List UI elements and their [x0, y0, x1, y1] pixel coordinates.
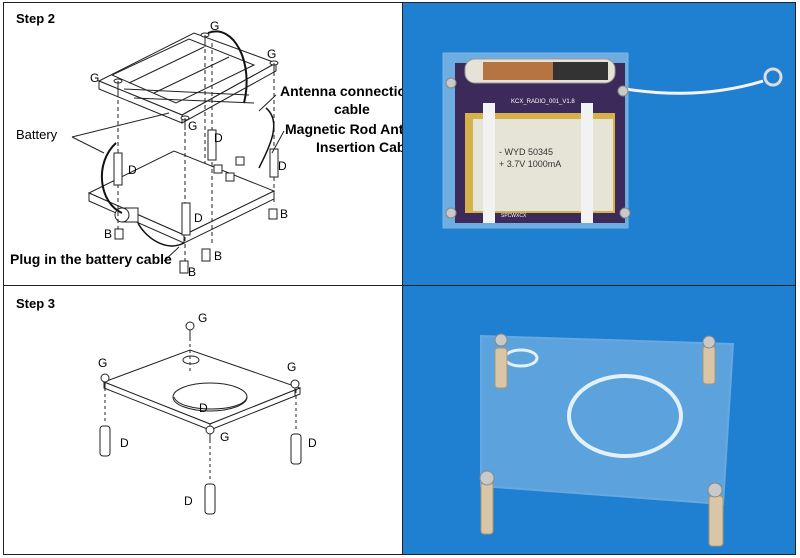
part-label-d: D: [278, 159, 287, 173]
battery-text-line2: + 3.7V 1000mA: [499, 159, 561, 169]
part-label-g: G: [220, 430, 230, 444]
part-label-d: D: [184, 494, 193, 508]
battery-label: Battery: [16, 127, 58, 142]
part-label-g: G: [188, 119, 198, 133]
column-divider: [402, 3, 403, 554]
part-label-g: G: [267, 47, 277, 61]
part-label-d: D: [214, 131, 223, 145]
step3-title: Step 3: [16, 296, 56, 311]
part-label-d: D: [128, 163, 137, 177]
antenna-cable-label-line1: Antenna connection: [280, 83, 402, 99]
part-label-g: G: [98, 356, 108, 370]
magnetic-rod-label-line1: Magnetic Rod Antenna: [285, 121, 402, 137]
board-small-text: SPCWXCX: [501, 213, 527, 219]
part-label-d: D: [120, 436, 129, 450]
row-divider: [4, 285, 795, 286]
part-label-d: D: [194, 211, 203, 225]
part-label-d: D: [199, 401, 208, 415]
part-label-b: B: [280, 207, 289, 221]
part-label-b: B: [188, 265, 197, 279]
step3-diagram-cell: Step 3: [4, 286, 402, 554]
antenna-cable-label-line2: cable: [334, 101, 370, 117]
board-version-text: KCX_RADIO_001_V1.8: [511, 99, 575, 105]
battery-block: [110, 38, 256, 104]
step3-exploded-diagram: [99, 321, 302, 515]
part-label-g: G: [210, 19, 220, 33]
part-label-b: B: [104, 227, 113, 241]
battery-text-line1: - WYD 50345: [499, 147, 553, 157]
part-label-g: G: [287, 360, 297, 374]
plug-battery-label: Plug in the battery cable: [10, 251, 172, 267]
part-label-d: D: [308, 436, 317, 450]
part-label-g: G: [90, 71, 100, 85]
part-label-g: G: [198, 311, 208, 325]
step3-photo-illustration: [403, 286, 795, 554]
step2-photo: KCX_RADIO_001_V1.8 - WYD 50345 + 3.7V 10…: [403, 3, 795, 285]
instruction-table: Step 2: [3, 2, 796, 555]
step2-title: Step 2: [16, 11, 56, 26]
step2-exploded-diagram: [71, 30, 285, 274]
magnetic-rod-label-line2: Insertion Cable: [316, 139, 402, 155]
part-label-b: B: [214, 249, 223, 263]
step2-photo-illustration: KCX_RADIO_001_V1.8 - WYD 50345 + 3.7V 10…: [403, 3, 795, 285]
step2-diagram-cell: Step 2: [4, 3, 402, 285]
step3-photo: [403, 286, 795, 554]
